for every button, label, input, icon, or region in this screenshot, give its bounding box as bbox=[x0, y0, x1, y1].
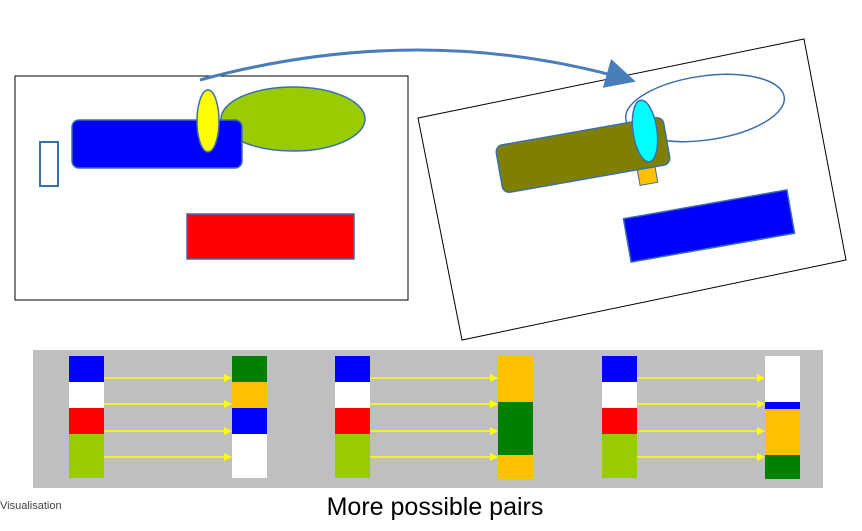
blue-rect bbox=[622, 189, 796, 263]
pair-groups bbox=[69, 356, 800, 479]
footer-label: Visualisation bbox=[0, 500, 62, 512]
left-stack-block bbox=[69, 434, 104, 478]
right-stack-block bbox=[765, 356, 800, 402]
right-stack-block bbox=[765, 409, 800, 455]
left-stack-block bbox=[335, 382, 370, 408]
left-stack-block bbox=[69, 382, 104, 408]
right-stack-block bbox=[765, 402, 800, 409]
cyan-ellipse bbox=[631, 99, 659, 163]
left-stack-block bbox=[69, 408, 104, 434]
yellow-ellipse bbox=[196, 89, 220, 153]
left-stack-block bbox=[602, 356, 637, 382]
left-scene bbox=[14, 75, 409, 301]
right-stack-block bbox=[232, 382, 267, 408]
right-stack-block bbox=[765, 455, 800, 479]
left-stack-block bbox=[602, 434, 637, 478]
right-stack-block bbox=[498, 455, 533, 479]
right-stack-block bbox=[232, 434, 267, 478]
right-stack-block bbox=[498, 356, 533, 402]
left-stack-block bbox=[602, 408, 637, 434]
right-stack-block bbox=[232, 408, 267, 434]
pairs-band bbox=[33, 350, 823, 488]
left-stack-block bbox=[69, 356, 104, 382]
right-stack-block bbox=[232, 356, 267, 382]
left-stack-block bbox=[335, 434, 370, 478]
transform-arrow bbox=[199, 48, 636, 88]
left-stack-block bbox=[602, 382, 637, 408]
olive-rounded-bar bbox=[495, 116, 671, 194]
green-ellipse bbox=[220, 86, 366, 152]
right-stack-block bbox=[498, 402, 533, 455]
right-scene bbox=[417, 38, 847, 341]
left-stack-block bbox=[335, 408, 370, 434]
pair-group bbox=[335, 356, 533, 479]
caption: More possible pairs bbox=[326, 493, 544, 521]
outline-ellipse bbox=[624, 73, 786, 143]
pair-group bbox=[69, 356, 267, 478]
small-outline-rect bbox=[39, 141, 59, 187]
left-stack-block bbox=[335, 356, 370, 382]
pair-group bbox=[602, 356, 800, 479]
red-rect bbox=[186, 213, 355, 260]
right-scene-frame bbox=[417, 38, 847, 341]
